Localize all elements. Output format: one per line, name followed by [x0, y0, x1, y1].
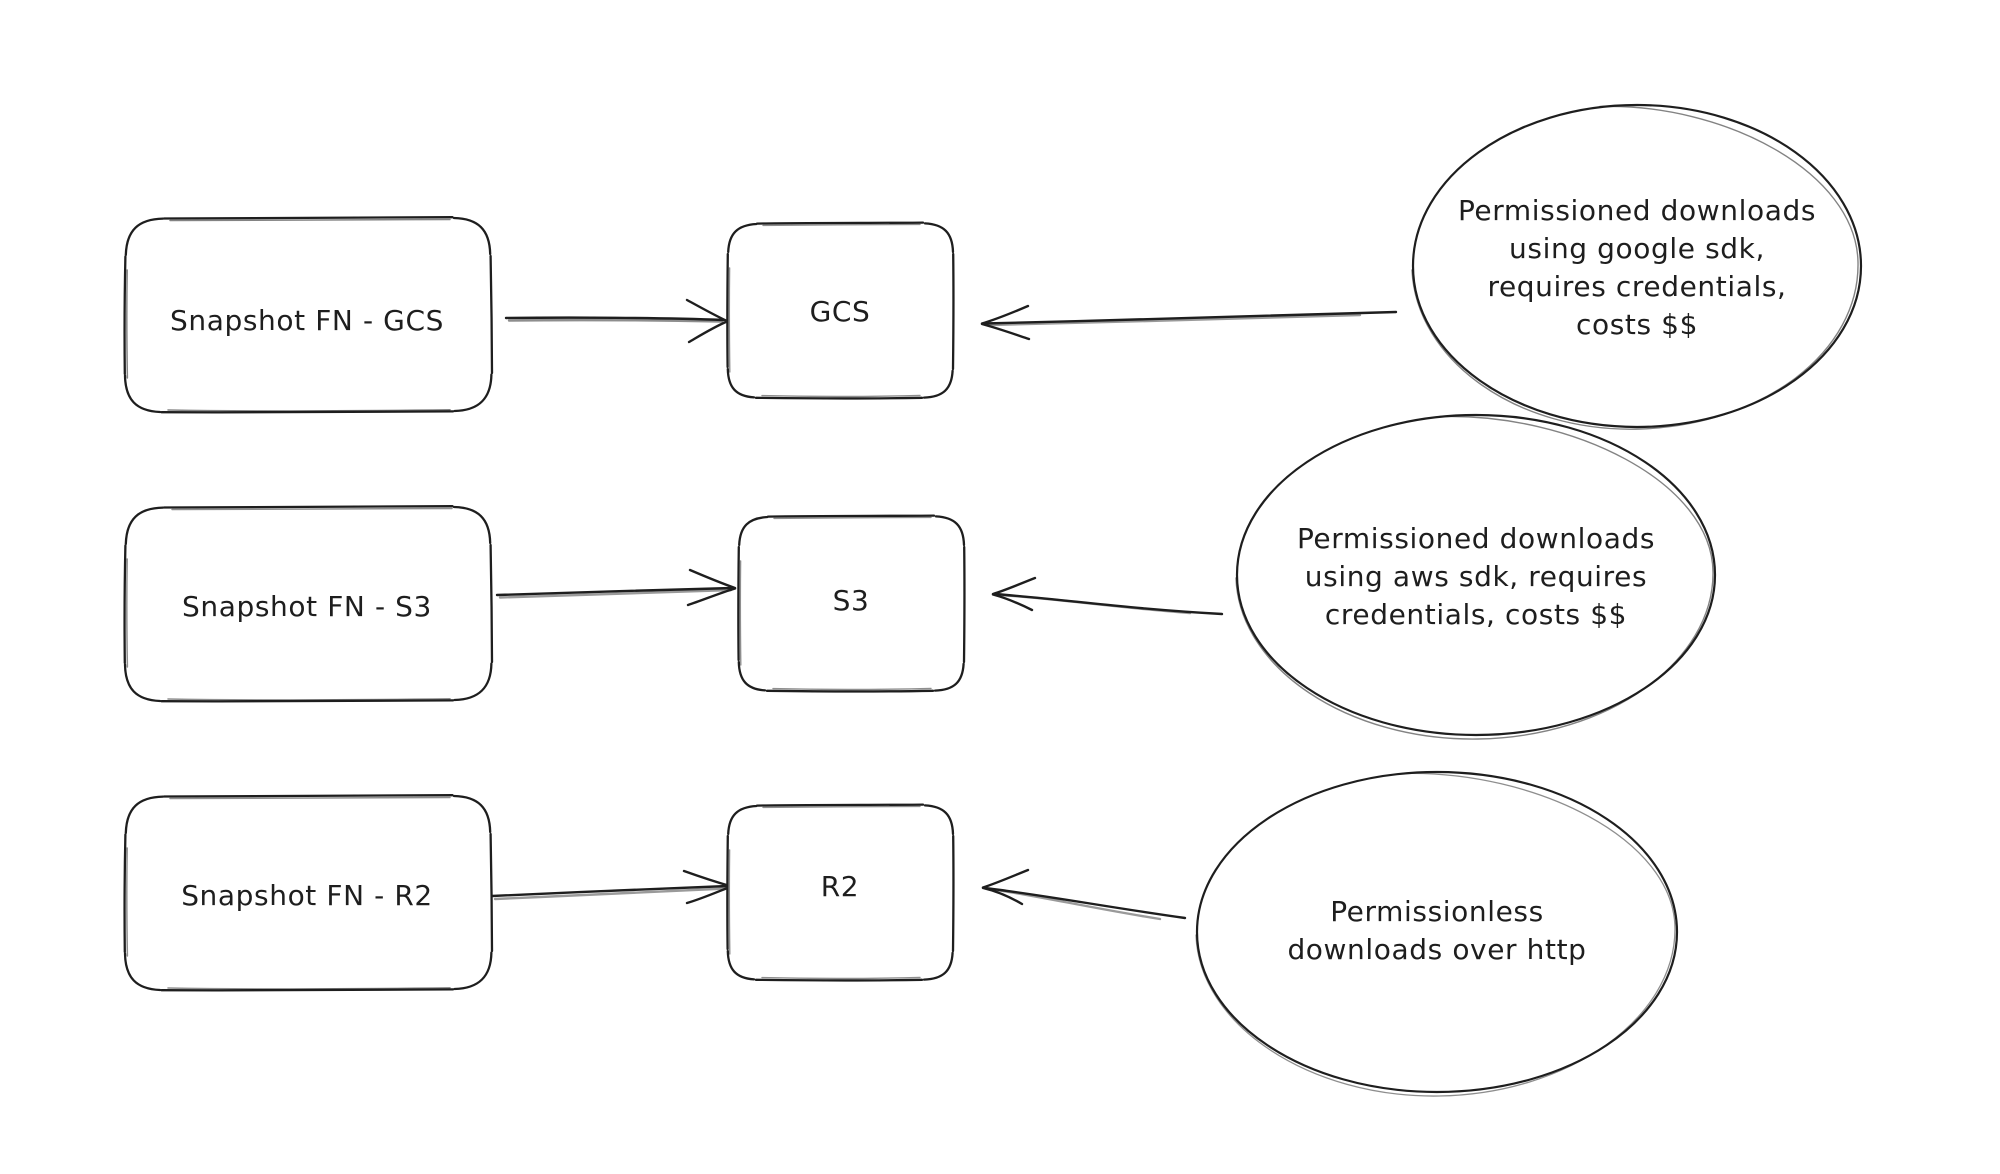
edge-fn-to-r2[interactable] — [490, 869, 732, 905]
svg-text:Permissioned downloads: Permissioned downloads — [1458, 194, 1816, 227]
note-s3[interactable]: Permissioned downloads using aws sdk, re… — [1235, 413, 1717, 740]
node-label: S3 — [833, 584, 870, 617]
svg-text:using google sdk,: using google sdk, — [1509, 232, 1765, 265]
node-label: Snapshot FN - GCS — [170, 304, 444, 337]
node-gcs[interactable]: GCS — [726, 221, 955, 400]
svg-text:Permissionless: Permissionless — [1330, 895, 1544, 928]
node-label: R2 — [821, 870, 859, 903]
node-label: Snapshot FN - S3 — [182, 590, 432, 623]
note-r2-text: Permissionless downloads over http — [1287, 895, 1586, 966]
edge-note-to-gcs[interactable] — [980, 304, 1398, 341]
svg-text:costs $$: costs $$ — [1576, 308, 1698, 341]
node-r2[interactable]: R2 — [726, 803, 955, 982]
note-gcs-text: Permissioned downloads using google sdk,… — [1458, 194, 1816, 341]
node-snapshot-fn-gcs[interactable]: Snapshot FN - GCS — [123, 216, 494, 414]
node-snapshot-fn-s3[interactable]: Snapshot FN - S3 — [123, 505, 494, 703]
note-s3-text: Permissioned downloads using aws sdk, re… — [1297, 522, 1655, 631]
node-snapshot-fn-r2[interactable]: Snapshot FN - R2 — [123, 794, 494, 992]
node-label: Snapshot FN - R2 — [181, 879, 433, 912]
node-s3[interactable]: S3 — [737, 514, 966, 693]
note-gcs[interactable]: Permissioned downloads using google sdk,… — [1411, 103, 1863, 430]
svg-text:using aws sdk, requires: using aws sdk, requires — [1305, 560, 1647, 593]
edge-fn-to-gcs[interactable] — [504, 298, 729, 344]
node-label: GCS — [810, 295, 871, 328]
svg-text:requires credentials,: requires credentials, — [1487, 270, 1786, 303]
svg-text:downloads over http: downloads over http — [1287, 933, 1586, 966]
edge-note-to-r2[interactable] — [981, 868, 1187, 921]
svg-text:credentials, costs $$: credentials, costs $$ — [1325, 598, 1627, 631]
svg-text:Permissioned downloads: Permissioned downloads — [1297, 522, 1655, 555]
note-r2[interactable]: Permissionless downloads over http — [1195, 770, 1679, 1097]
edge-fn-to-s3[interactable] — [495, 568, 737, 607]
edge-note-to-s3[interactable] — [991, 576, 1224, 616]
